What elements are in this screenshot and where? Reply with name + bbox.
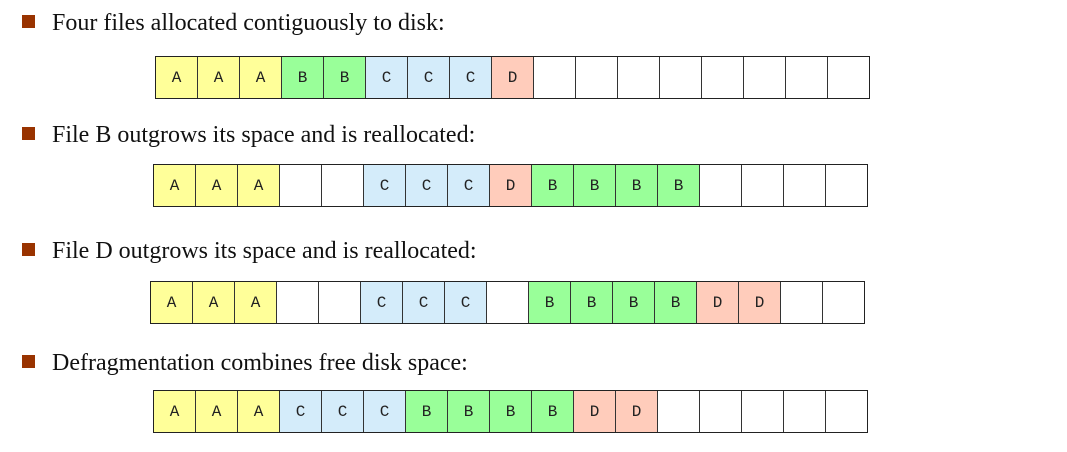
disk-block-b: B <box>613 282 655 323</box>
disk-block-c: C <box>450 57 492 98</box>
disk-block-d: D <box>739 282 781 323</box>
disk-block-free <box>786 57 828 98</box>
disk-block-free <box>700 165 742 206</box>
disk-block-free <box>618 57 660 98</box>
disk-block-free <box>277 282 319 323</box>
disk-block-b: B <box>532 165 574 206</box>
disk-block-free <box>823 282 864 323</box>
disk-block-a: A <box>154 391 196 432</box>
disk-block-free <box>702 57 744 98</box>
disk-block-free <box>658 391 700 432</box>
disk-block-free <box>742 165 784 206</box>
bullet-icon <box>22 15 35 28</box>
disk-block-b: B <box>574 165 616 206</box>
disk-block-a: A <box>151 282 193 323</box>
disk-block-b: B <box>282 57 324 98</box>
disk-block-free <box>280 165 322 206</box>
disk-block-a: A <box>154 165 196 206</box>
disk-block-c: C <box>364 165 406 206</box>
disk-block-b: B <box>406 391 448 432</box>
step-label: Four files allocated contiguously to dis… <box>52 10 445 36</box>
disk-block-b: B <box>532 391 574 432</box>
bullet-icon <box>22 243 35 256</box>
disk-block-b: B <box>658 165 700 206</box>
bullet-icon <box>22 127 35 140</box>
disk-block-c: C <box>361 282 403 323</box>
disk-block-free <box>781 282 823 323</box>
disk-block-a: A <box>238 165 280 206</box>
disk-block-a: A <box>235 282 277 323</box>
disk-block-a: A <box>193 282 235 323</box>
disk-block-d: D <box>697 282 739 323</box>
step-label: File D outgrows its space and is realloc… <box>52 238 477 264</box>
disk-block-b: B <box>616 165 658 206</box>
disk-block-d: D <box>492 57 534 98</box>
bullet-icon <box>22 355 35 368</box>
disk-block-a: A <box>198 57 240 98</box>
disk-block-c: C <box>364 391 406 432</box>
disk-block-free <box>828 57 869 98</box>
disk-block-b: B <box>571 282 613 323</box>
disk-block-c: C <box>280 391 322 432</box>
disk-block-free <box>700 391 742 432</box>
disk-block-free <box>487 282 529 323</box>
disk-block-free <box>534 57 576 98</box>
disk-block-free <box>660 57 702 98</box>
disk-block-b: B <box>490 391 532 432</box>
disk-block-free <box>319 282 361 323</box>
disk-block-a: A <box>196 391 238 432</box>
disk-block-free <box>322 165 364 206</box>
disk-block-free <box>744 57 786 98</box>
disk-block-b: B <box>655 282 697 323</box>
disk-block-c: C <box>408 57 450 98</box>
disk-block-c: C <box>403 282 445 323</box>
disk-block-a: A <box>196 165 238 206</box>
disk-block-c: C <box>322 391 364 432</box>
disk-block-free <box>576 57 618 98</box>
disk-block-b: B <box>448 391 490 432</box>
disk-block-b: B <box>529 282 571 323</box>
disk-block-c: C <box>448 165 490 206</box>
disk-block-free <box>826 391 867 432</box>
disk-block-a: A <box>240 57 282 98</box>
disk-block-free <box>784 391 826 432</box>
disk-block-free <box>784 165 826 206</box>
disk-block-free <box>742 391 784 432</box>
disk-block-d: D <box>616 391 658 432</box>
disk-block-a: A <box>238 391 280 432</box>
disk-block-c: C <box>366 57 408 98</box>
disk-block-b: B <box>324 57 366 98</box>
disk-block-a: A <box>156 57 198 98</box>
disk-block-d: D <box>490 165 532 206</box>
disk-block-c: C <box>406 165 448 206</box>
disk-block-c: C <box>445 282 487 323</box>
disk-block-free <box>826 165 867 206</box>
step-label: File B outgrows its space and is realloc… <box>52 122 476 148</box>
disk-block-d: D <box>574 391 616 432</box>
step-label: Defragmentation combines free disk space… <box>52 350 468 376</box>
